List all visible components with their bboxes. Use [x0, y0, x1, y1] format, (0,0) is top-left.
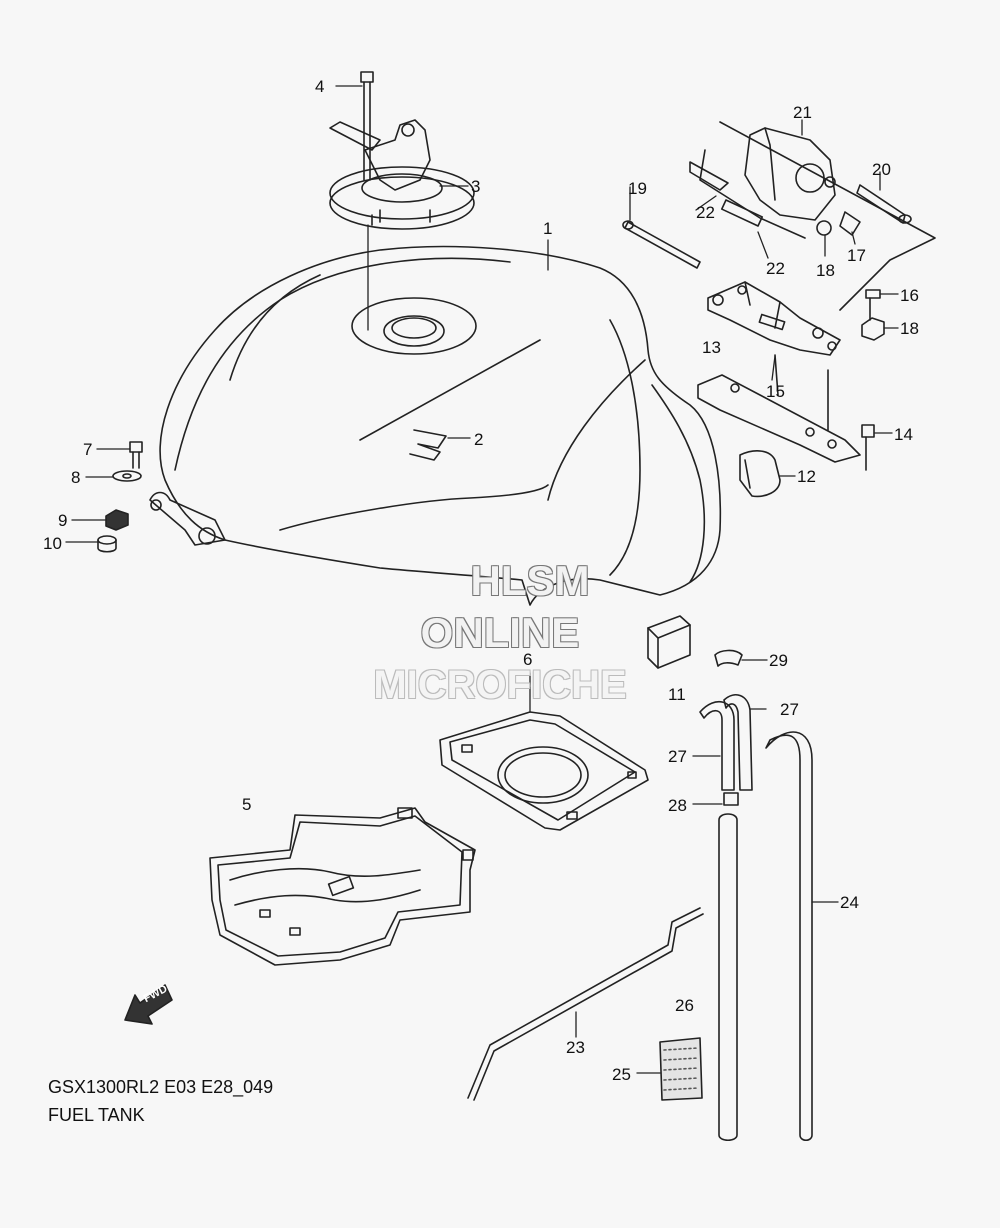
washer-8-part — [112, 470, 142, 482]
callout-3: 3 — [471, 177, 481, 196]
watermark-line-2: ONLINE — [420, 609, 580, 656]
callout-11: 11 — [668, 685, 686, 704]
caption-title: FUEL TANK — [48, 1105, 145, 1125]
callout-21: 21 — [793, 103, 812, 122]
bolt-14-part — [861, 424, 875, 471]
bolt-7-part — [129, 441, 143, 469]
callout-16: 16 — [900, 286, 919, 305]
gasket-plate-6-part — [439, 711, 649, 831]
leader-lines — [65, 85, 899, 1074]
callout-23: 23 — [566, 1038, 585, 1057]
callout-22-lower: 22 — [766, 259, 785, 278]
callout-7: 7 — [83, 440, 93, 459]
callout-25: 25 — [612, 1065, 631, 1084]
callout-9: 9 — [58, 511, 68, 530]
clip-29-part — [714, 649, 743, 667]
callout-6: 6 — [523, 650, 533, 669]
cushion-12-part — [739, 450, 781, 498]
callout-24: 24 — [840, 893, 859, 912]
callout-8: 8 — [71, 468, 81, 487]
callout-27-right: 27 — [780, 700, 799, 719]
hose-27-part — [699, 694, 753, 791]
callout-2: 2 — [474, 430, 484, 449]
drain-rod-23-part — [467, 907, 704, 1101]
callout-28: 28 — [668, 796, 687, 815]
bolt-4-part — [360, 71, 374, 181]
watermark-line-1: HLSM — [470, 557, 590, 604]
joint-28-part — [723, 792, 739, 806]
seat-bracket-part — [622, 121, 936, 463]
callout-18-lower: 18 — [900, 319, 919, 338]
callout-27-left: 27 — [668, 747, 687, 766]
callout-4: 4 — [315, 77, 325, 96]
callout-12: 12 — [797, 467, 816, 486]
cushion-9-part — [105, 509, 129, 531]
caption-model-code: GSX1300RL2 E03 E28_049 — [48, 1077, 274, 1097]
callout-22-left: 22 — [696, 203, 715, 222]
fuel-cap-part — [329, 119, 475, 230]
watermark-line-3: MICROFICHE — [373, 663, 627, 707]
callout-18-upper: 18 — [816, 261, 835, 280]
heat-shield-5-part — [209, 807, 476, 966]
callout-15: 15 — [766, 382, 785, 401]
callout-19: 19 — [628, 179, 647, 198]
collar-10-part — [97, 535, 117, 553]
label-25-part — [659, 1037, 703, 1101]
forward-arrow-icon — [124, 984, 173, 1025]
callout-13: 13 — [702, 338, 721, 357]
cushion-11-part — [647, 615, 691, 669]
callout-20: 20 — [872, 160, 891, 179]
fuel-tank-part — [149, 245, 722, 606]
callout-10: 10 — [43, 534, 62, 553]
hose-lower-part — [718, 813, 738, 1142]
hose-24-part — [765, 731, 813, 1142]
callout-1: 1 — [543, 219, 553, 238]
callout-14: 14 — [894, 425, 913, 444]
callout-26: 26 — [675, 996, 694, 1015]
callout-29: 29 — [769, 651, 788, 670]
callout-5: 5 — [242, 795, 252, 814]
callout-17: 17 — [847, 246, 866, 265]
